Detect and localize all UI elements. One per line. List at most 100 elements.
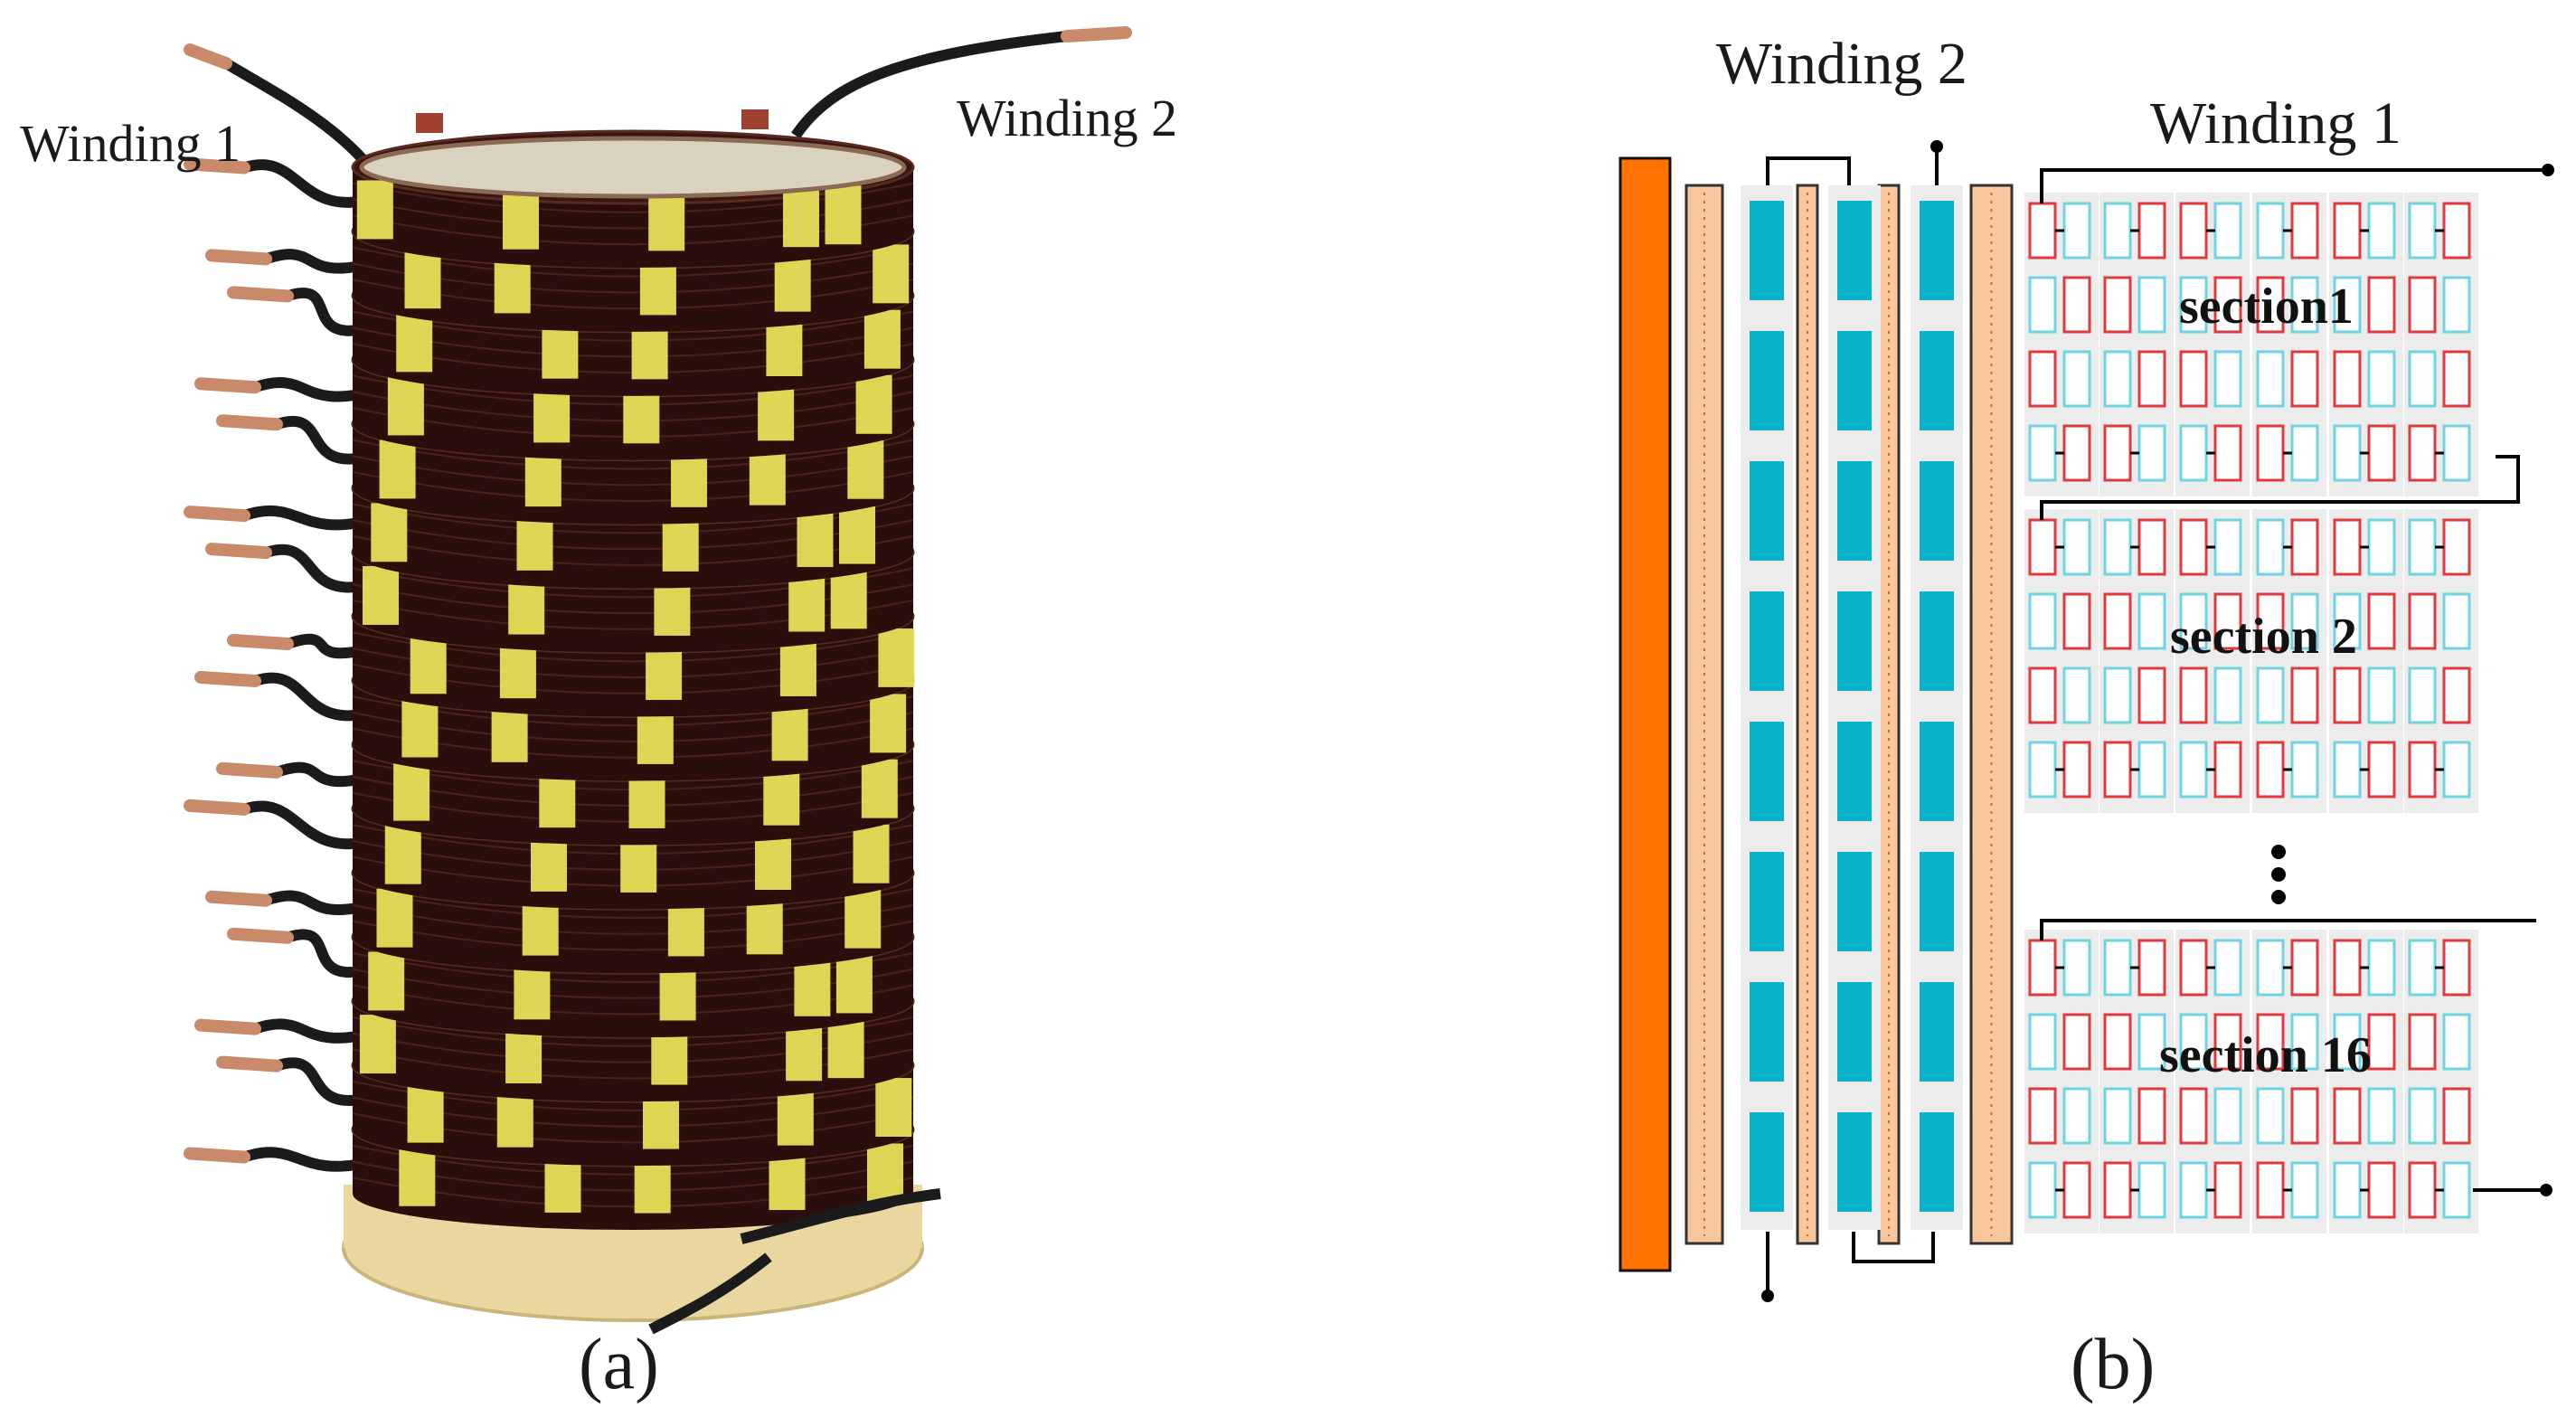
lv-turn-conductor [2062, 1087, 2091, 1145]
lv-turn-conductor [2442, 939, 2471, 997]
copper-lead-tip [194, 1018, 261, 1035]
coil-disc [353, 901, 913, 974]
continuation-dot [2271, 867, 2286, 882]
lv-turn-conductor [2179, 1161, 2208, 1219]
winding-turn-line [352, 888, 914, 920]
lv-turn-conductor [2137, 276, 2166, 334]
panel-a-coil-photo [184, 26, 1132, 1335]
lv-turn-conductor [2367, 276, 2396, 334]
lv-turn-conductor [2028, 518, 2057, 576]
winding2-bottom-link [1852, 1232, 1935, 1263]
hv-conductor-block [1750, 461, 1784, 561]
yellow-tape [855, 374, 892, 434]
lv-turn-conductor [2137, 350, 2166, 408]
yellow-tape [399, 1147, 436, 1206]
winding-turn-line [352, 920, 914, 951]
lead-wire [271, 761, 376, 788]
coil-top-cap [359, 136, 907, 199]
lv-turn-conductor [2256, 592, 2285, 650]
hv-conductor-block [1750, 722, 1784, 821]
yellow-tape [376, 888, 413, 948]
lead-wire [282, 929, 376, 978]
lv-turn-conductor [2103, 592, 2132, 650]
yellow-tape [779, 638, 816, 696]
lv-turn-conductor [2290, 741, 2319, 799]
lv-turn-conductor [2367, 1161, 2396, 1219]
lv-turn-conductor [2290, 939, 2319, 997]
lv-turn-conductor [2062, 592, 2091, 650]
bottom-lead [648, 1252, 772, 1335]
yellow-tape [839, 505, 875, 564]
hv-conductor-block [1837, 982, 1872, 1082]
lv-turn-conductor [2290, 350, 2319, 408]
bottom-lead [740, 1188, 941, 1244]
lv-turn-conductor [2062, 741, 2091, 799]
lv-turn-conductor [2290, 1013, 2319, 1071]
yellow-tape [870, 694, 907, 753]
lead-wire [260, 249, 376, 274]
lv-turn-conductor [2137, 939, 2166, 997]
yellow-tape [368, 951, 405, 1011]
lv-turn-conductor [2103, 202, 2132, 260]
winding2-top-link [1766, 156, 1851, 185]
lv-turn-conductor [2179, 424, 2208, 482]
lead-wire [250, 1018, 376, 1044]
lv-turn-conductor [2333, 939, 2362, 997]
lv-turn-conductor [2028, 939, 2057, 997]
hv-conductor-block [1837, 331, 1872, 430]
hv-conductor-block [1837, 201, 1872, 300]
yellow-tape [863, 309, 901, 369]
yellow-tape [788, 572, 826, 632]
yellow-tape [835, 954, 873, 1014]
lv-turn-conductor [2256, 939, 2285, 997]
lv-turn-conductor [2137, 741, 2166, 799]
lv-turn-conductor [2062, 1013, 2091, 1071]
continuation-dot [2271, 845, 2286, 859]
lv-turn-conductor [2367, 939, 2396, 997]
hv-conductor-block [1920, 591, 1954, 691]
lv-turn-conductor [2333, 1087, 2362, 1145]
coil-disc [353, 259, 913, 332]
lv-turn-conductor [2408, 1087, 2437, 1145]
hv-conductor-block [1837, 591, 1872, 691]
panel-a-winding1-label: Winding 1 [20, 114, 241, 173]
lead-wire [260, 890, 376, 916]
hv-conductor-block [1750, 982, 1784, 1082]
hv-conductor-block [1920, 201, 1954, 300]
lv-turn-conductor [2408, 741, 2437, 799]
yellow-tape [359, 1015, 396, 1074]
lv-turn-conductor [2213, 741, 2242, 799]
lv-turn-conductor [2367, 202, 2396, 260]
yellow-tape [766, 317, 803, 376]
yellow-tape [847, 439, 884, 499]
lv-turn-conductor [2213, 202, 2242, 260]
lead-wire [271, 1057, 376, 1106]
lv-turn-conductor [2333, 1013, 2362, 1071]
copper-lead-tip [184, 799, 250, 816]
copper-lead-tip [184, 1147, 250, 1164]
lv-turn-conductor [2179, 276, 2208, 334]
hv-conductor-block [1837, 461, 1872, 561]
lv-turn-conductor [2442, 350, 2471, 408]
yellow-tape [363, 566, 399, 625]
lv-turn-conductor [2062, 350, 2091, 408]
lv-turn-conductor [2028, 592, 2057, 650]
hv-conductor-block [1750, 1112, 1784, 1212]
lv-turn-conductor [2213, 592, 2242, 650]
lv-turn-conductor [2213, 424, 2242, 482]
lv-turn-conductor [2333, 666, 2362, 724]
lv-turn-conductor [2103, 1013, 2132, 1071]
lead-wire [239, 800, 376, 850]
winding-turn-line [352, 968, 914, 999]
yellow-tape [758, 382, 795, 441]
terminal-post [416, 113, 443, 133]
hv-conductor-block [1920, 331, 1954, 430]
lv-turn-conductor [2367, 1013, 2396, 1071]
winding1-end-dot [2540, 1184, 2552, 1196]
coil-disc [353, 965, 913, 1038]
lv-turn-conductor [2290, 518, 2319, 576]
yellow-tape [356, 180, 393, 240]
lv-turn-conductor [2333, 592, 2362, 650]
winding-turn-line [352, 903, 914, 935]
